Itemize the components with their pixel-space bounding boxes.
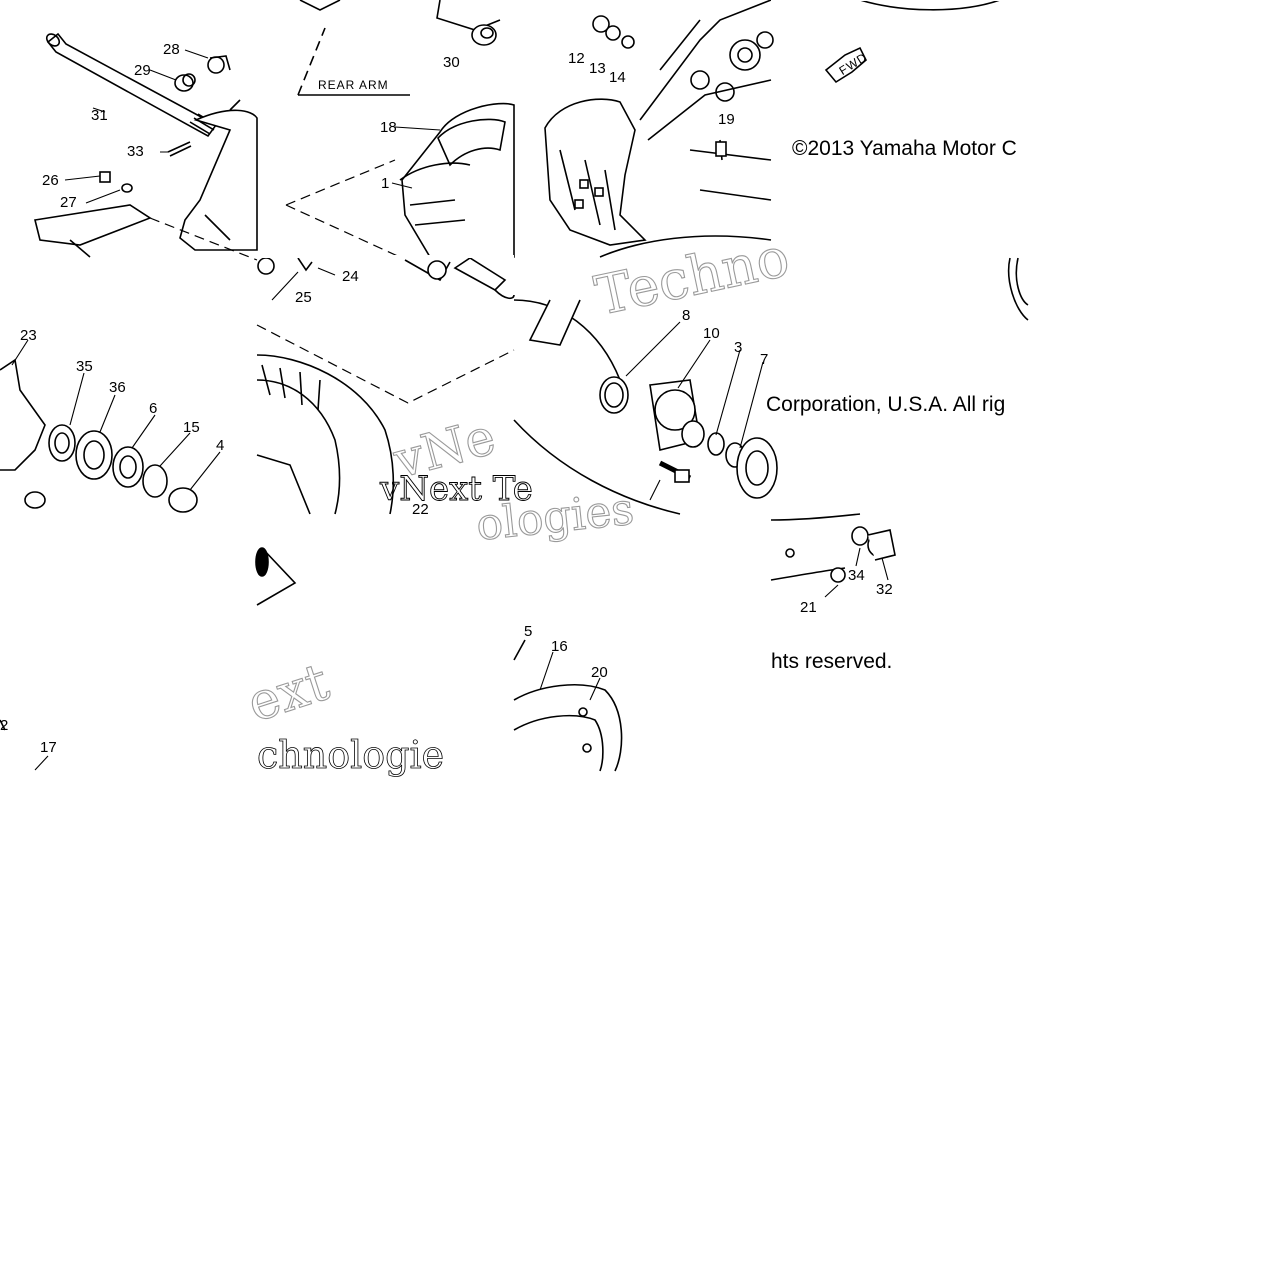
svg-text:21: 21 — [800, 599, 817, 616]
tile-sprocket-hub — [513, 299, 778, 515]
tile-lower-left — [0, 547, 297, 771]
svg-text:31: 31 — [91, 107, 108, 124]
svg-text:20: 20 — [591, 664, 608, 681]
svg-text:35: 35 — [76, 358, 93, 375]
tile-brake-plate — [513, 639, 623, 772]
svg-text:1: 1 — [381, 175, 389, 192]
tile-hub-spokes — [544, 0, 774, 258]
tile-tire — [256, 257, 515, 515]
tile-axle-swingarm — [34, 32, 258, 261]
svg-text:7: 7 — [760, 351, 768, 368]
svg-text:26: 26 — [42, 172, 59, 189]
tile-wheel-callouts-top: REAR ARM 30 18 1 — [318, 54, 460, 192]
svg-text:8: 8 — [682, 307, 690, 324]
tile-axle-callouts: 28 29 31 33 26 27 — [42, 41, 180, 211]
copyright-text-2: Corporation, U.S.A. All rig — [766, 393, 1006, 416]
copyright-text-1: ©2013 Yamaha Motor C — [792, 137, 1017, 160]
svg-text:23: 23 — [20, 327, 37, 344]
svg-text:17: 17 — [40, 739, 57, 756]
svg-text:27: 27 — [60, 194, 77, 211]
svg-text:13: 13 — [589, 60, 606, 77]
tile-brake-callouts: 5 16 20 — [524, 623, 608, 681]
svg-text:32: 32 — [876, 581, 893, 598]
svg-text:25: 25 — [295, 289, 312, 306]
svg-text:22: 22 — [412, 501, 429, 518]
svg-text:28: 28 — [163, 41, 180, 58]
svg-text:5: 5 — [524, 623, 532, 640]
svg-text:12: 12 — [568, 50, 585, 67]
svg-text:29: 29 — [134, 62, 151, 79]
svg-text:33: 33 — [127, 143, 144, 160]
svg-text:16: 16 — [551, 638, 568, 655]
tile-nuts-callouts: 21 34 32 — [800, 567, 893, 616]
svg-text:10: 10 — [703, 325, 720, 342]
tile-hub-callouts: 12 13 14 19 — [568, 50, 735, 128]
svg-text:4: 4 — [216, 437, 224, 454]
svg-text:6: 6 — [149, 400, 157, 417]
tile-tire-callouts: 25 24 22 — [295, 268, 429, 518]
svg-text:30: 30 — [443, 54, 460, 71]
svg-text:2: 2 — [0, 717, 8, 734]
svg-text:19: 19 — [718, 111, 735, 128]
tile-wheel-rim-top — [285, 0, 515, 259]
tile-bearings-left — [0, 339, 221, 513]
tile-bearings-callouts: 23 35 36 6 15 4 — [20, 327, 224, 454]
tile-rim-edge — [1007, 257, 1029, 321]
tile-sprocket-callouts: 8 10 3 7 — [682, 307, 768, 368]
svg-text:34: 34 — [848, 567, 865, 584]
svg-text:14: 14 — [609, 69, 626, 86]
svg-text:18: 18 — [380, 119, 397, 136]
tile-fwd-arrow — [824, 0, 1001, 84]
svg-text:vNext Te: vNext Te — [379, 469, 533, 509]
tile-nuts — [770, 513, 896, 598]
svg-text:36: 36 — [109, 379, 126, 396]
copyright-text-3: hts reserved. — [771, 650, 893, 673]
svg-text:15: 15 — [183, 419, 200, 436]
svg-text:chnologie: chnologie — [257, 733, 444, 777]
svg-text:24: 24 — [342, 268, 359, 285]
tile-lower-left-callouts: 2 17 — [0, 717, 57, 756]
rear-arm-label: REAR ARM — [318, 78, 389, 92]
svg-text:3: 3 — [734, 339, 742, 356]
